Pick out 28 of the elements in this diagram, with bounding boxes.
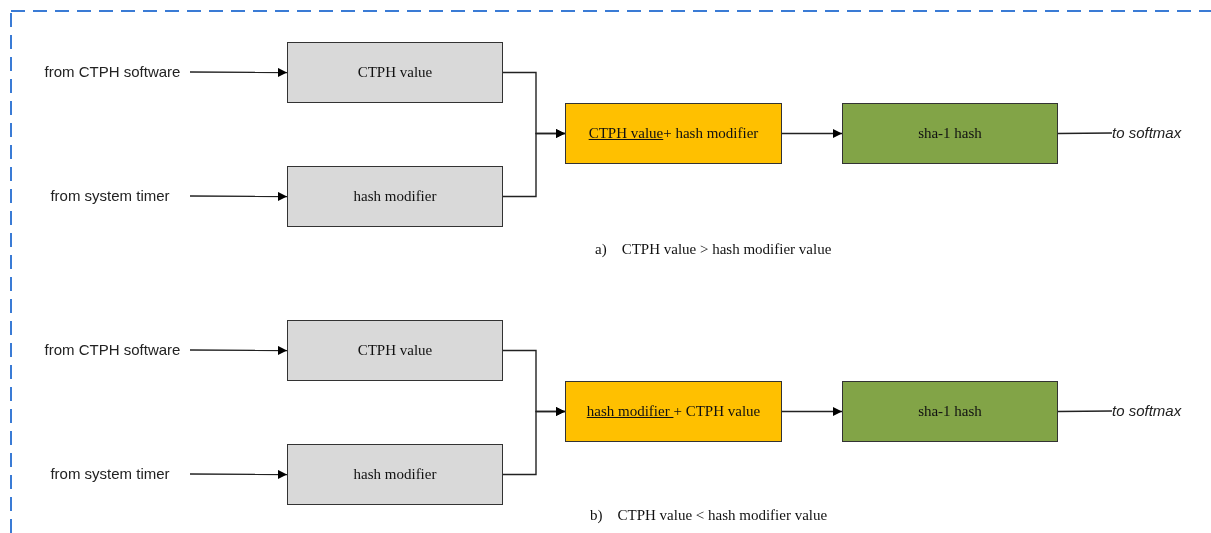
process-box: CTPH value (287, 320, 503, 381)
box-text: hash modifier (586, 403, 671, 420)
box-text: CTPH value (588, 125, 664, 142)
node-label: to softmax (1112, 398, 1207, 424)
node-label: from CTPH software (35, 328, 190, 372)
node-label: from system timer (30, 461, 190, 487)
process-box: sha-1 hash (842, 381, 1058, 442)
process-box: hash modifier (287, 166, 503, 227)
box-text: + hash modifier (663, 125, 759, 142)
process-box (565, 103, 782, 164)
box-text: + CTPH value (673, 403, 761, 420)
panel-caption: a) CTPH value > hash modifier value (595, 241, 832, 258)
arrow (189, 191, 288, 201)
node-label: from CTPH software (35, 50, 190, 94)
process-box: CTPH value (287, 42, 503, 103)
arrow (189, 67, 288, 77)
process-box: hash modifier (287, 444, 503, 505)
process-box: sha-1 hash (842, 103, 1058, 164)
arrow (502, 407, 566, 476)
arrow (781, 129, 843, 138)
process-box (565, 381, 782, 442)
arrow (189, 469, 288, 479)
arrow (189, 345, 288, 355)
panel-caption: b) CTPH value < hash modifier value (590, 507, 828, 524)
arrow (502, 129, 566, 198)
node-label: from system timer (30, 183, 190, 209)
node-label: to softmax (1112, 120, 1207, 146)
arrow (781, 407, 843, 416)
